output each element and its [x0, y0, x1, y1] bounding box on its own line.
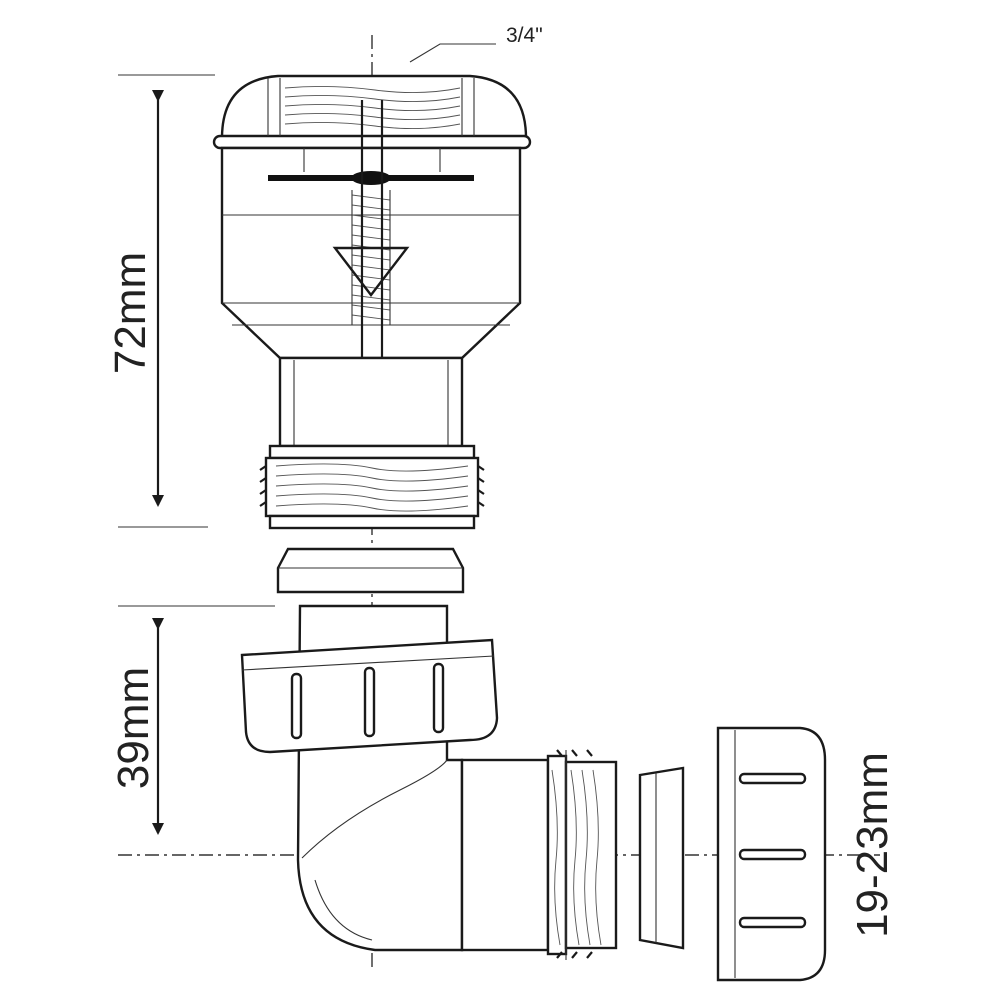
thread-size-callout: 3/4": [409, 24, 543, 63]
dimension-72mm: 72mm: [106, 74, 215, 528]
compression-nut: [240, 638, 499, 754]
valve-cap: [212, 74, 532, 150]
valve-housing: [220, 146, 522, 360]
height-top-label: 72mm: [106, 252, 155, 374]
cap-thread: [284, 85, 461, 130]
side-outlet-thread: [460, 749, 618, 960]
pipe-range-label: 19-23mm: [848, 752, 897, 938]
valve-spring: [351, 190, 391, 325]
valve-cone: [332, 246, 410, 297]
dimension-39mm: 39mm: [109, 605, 275, 835]
side-seal: [638, 766, 685, 950]
thread-size-label: 3/4": [506, 24, 543, 47]
seal-washer: [276, 547, 465, 594]
side-compression-nut: [716, 726, 827, 982]
valve-neck: [278, 356, 464, 448]
valve-outlet-thread: [259, 444, 485, 530]
height-bottom-label: 39mm: [109, 667, 158, 789]
